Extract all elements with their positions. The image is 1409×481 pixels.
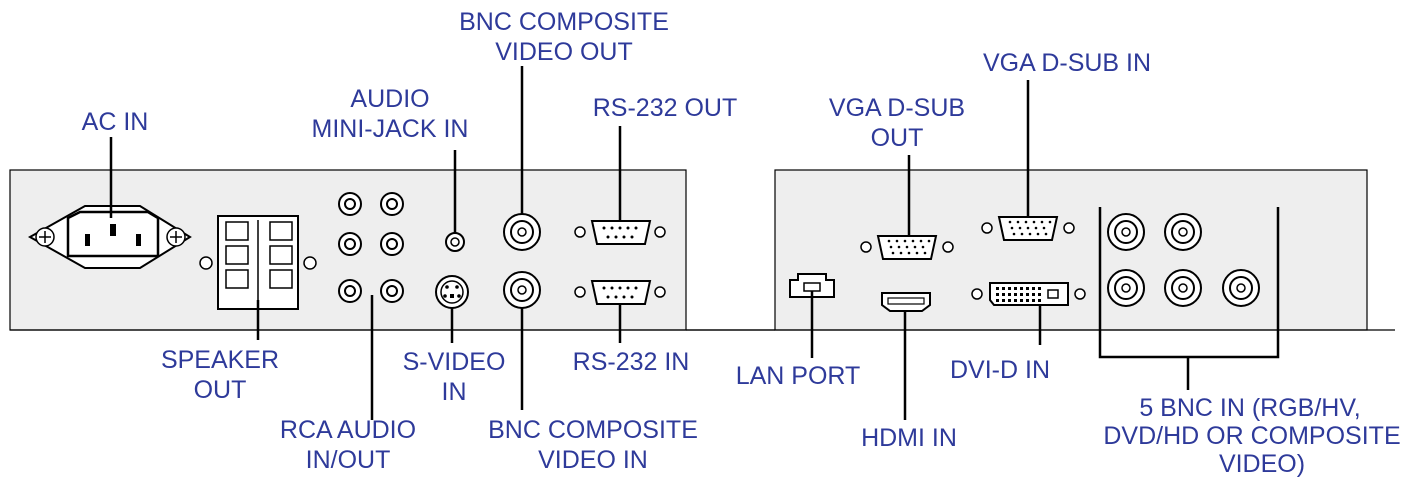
dvi-d-in-label: DVI-D IN: [950, 356, 1050, 384]
rca-audio-label: IN/OUT: [306, 446, 391, 474]
ac-in-label: AC IN: [82, 108, 149, 136]
hdmi-port: [881, 292, 931, 312]
five-bnc-connectors: [1107, 213, 1260, 307]
rca-jacks: [338, 192, 404, 303]
five-bnc-in-label: VIDEO): [1219, 450, 1305, 478]
bnc-composite-out-label: BNC COMPOSITE: [459, 8, 669, 36]
mini-jack: [445, 232, 465, 252]
vga-in-port: [981, 216, 1075, 241]
bnc-composite-in-label: VIDEO IN: [538, 446, 648, 474]
ac-power-socket: [27, 205, 192, 269]
speaker-out-label: OUT: [194, 376, 247, 404]
leader-lines: [109, 66, 1280, 420]
rs232-connectors: [574, 220, 666, 305]
lan-port: [789, 273, 835, 298]
bnc-composite-out-label: VIDEO OUT: [495, 38, 633, 66]
s-video-label: S-VIDEO: [403, 348, 506, 376]
vga-out-port: [860, 235, 954, 260]
audio-mini-jack-label: AUDIO: [350, 85, 429, 113]
vga-dsub-out-label: VGA D-SUB: [829, 94, 965, 122]
rs232-in-label: RS-232 IN: [573, 348, 690, 376]
vga-dsub-in-label: VGA D-SUB IN: [983, 49, 1151, 77]
labels: AC IN SPEAKER OUT RCA AUDIO IN/OUT AUDIO…: [82, 8, 1401, 478]
five-bnc-in-label: 5 BNC IN (RGB/HV,: [1139, 394, 1360, 422]
hdmi-in-label: HDMI IN: [861, 424, 957, 452]
speaker-out-label: SPEAKER: [161, 346, 279, 374]
bnc-composite-in-label: BNC COMPOSITE: [488, 416, 698, 444]
dvi-port: [971, 282, 1086, 306]
five-bnc-in-label: DVD/HD OR COMPOSITE: [1103, 422, 1400, 450]
rs232-out-label: RS-232 OUT: [593, 94, 737, 122]
vga-dsub-out-label: OUT: [871, 124, 924, 152]
speaker-terminal: [199, 215, 317, 310]
right-panel: [774, 169, 1368, 331]
s-video-port: [435, 275, 469, 309]
audio-mini-jack-label: MINI-JACK IN: [312, 115, 469, 143]
s-video-label: IN: [442, 378, 467, 406]
rca-audio-label: RCA AUDIO: [280, 416, 416, 444]
lan-port-label: LAN PORT: [736, 362, 861, 390]
